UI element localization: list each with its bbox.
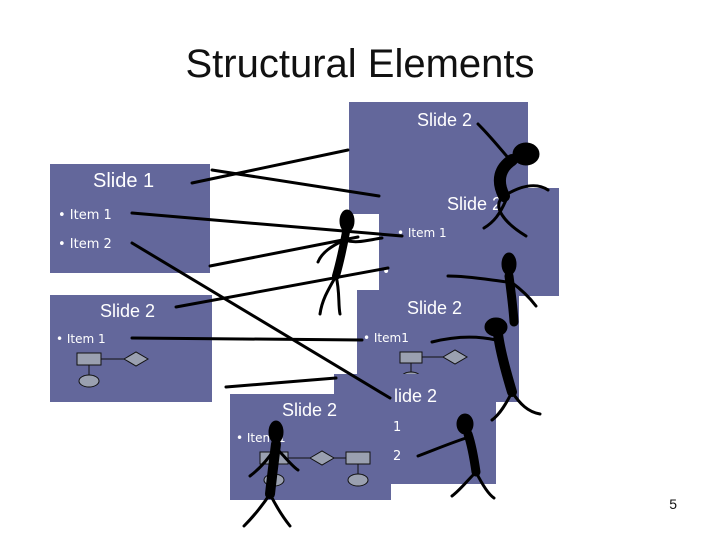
slide-2-left-thumbnail: Slide 2 • Item 1 bbox=[50, 295, 212, 402]
flowchart-icon bbox=[76, 351, 149, 388]
slide-2-lower-thumbnail: Slide 2 • Item 1 bbox=[230, 394, 391, 500]
slide-1-item-2: • Item 2 bbox=[58, 237, 112, 252]
stick-figure-icon bbox=[316, 209, 384, 316]
slide-2-right-item-1: • Item 1 bbox=[397, 226, 447, 240]
slide-2-top-heading: Slide 2 bbox=[417, 110, 473, 130]
connector-line bbox=[208, 235, 360, 268]
slide-2-right-heading: Slide 2 bbox=[447, 194, 503, 214]
connector-line bbox=[130, 211, 404, 238]
slide-2-lower-heading: Slide 2 bbox=[282, 400, 338, 420]
page-number: 5 bbox=[669, 496, 677, 512]
connector-line bbox=[174, 266, 390, 309]
connector-line bbox=[210, 168, 381, 198]
slide-title: Structural Elements bbox=[185, 42, 535, 86]
slide-2-mid-item-1: • Item1 bbox=[363, 331, 409, 345]
connector-line bbox=[190, 148, 350, 185]
connector-lines bbox=[130, 148, 404, 400]
slide-partial-heading: lide 2 bbox=[394, 386, 438, 406]
slide-2-right-bullet: • bbox=[382, 264, 391, 280]
slide-partial-item-2: 2 bbox=[393, 449, 402, 464]
slide-2-left-heading: Slide 2 bbox=[100, 301, 156, 321]
slide-1-item-1: • Item 1 bbox=[58, 208, 112, 223]
slide-2-left-item-1: • Item 1 bbox=[56, 332, 106, 346]
stick-figure-icon bbox=[430, 317, 542, 422]
stick-figure-icon bbox=[446, 252, 538, 327]
stick-figure-icon bbox=[476, 122, 550, 238]
connector-line bbox=[130, 336, 364, 342]
slide-partial-item-1: 1 bbox=[393, 420, 402, 435]
connector-line bbox=[224, 376, 338, 389]
stick-figure-icon bbox=[416, 413, 496, 500]
slide-1-heading: Slide 1 bbox=[93, 170, 155, 192]
stick-figure-icon bbox=[242, 420, 300, 528]
slide-2-mid-heading: Slide 2 bbox=[407, 298, 463, 318]
connector-line bbox=[130, 241, 392, 400]
slide-2-right-thumbnail: Slide 2 • Item 1 • bbox=[379, 188, 559, 296]
flowchart-icon bbox=[259, 450, 371, 487]
